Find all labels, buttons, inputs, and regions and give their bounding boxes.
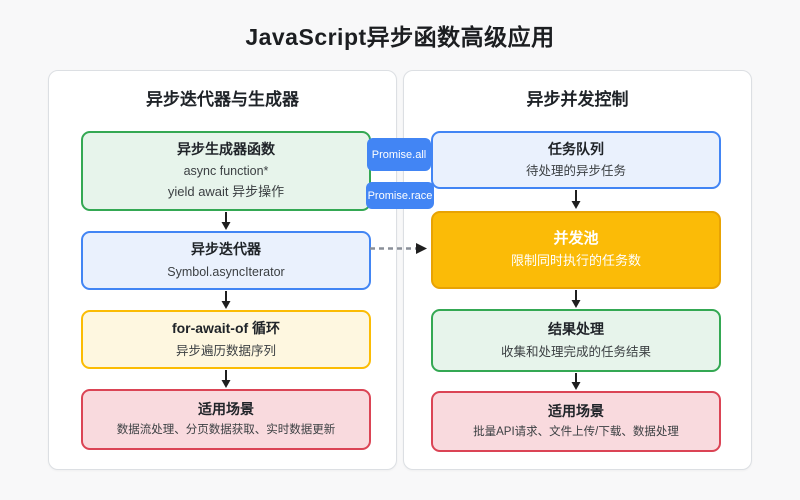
box-title: for-await-of 循环 <box>171 320 281 337</box>
box-line: yield await 异步操作 <box>167 184 285 200</box>
box-line: 限制同时执行的任务数 <box>510 253 641 269</box>
box-async-generator-function: 异步生成器函数 async function* yield await 异步操作 <box>81 131 371 211</box>
box-title: 适用场景 <box>198 400 254 417</box>
box-task-queue: 任务队列 待处理的异步任务 <box>431 131 721 189</box>
arrow-down-icon <box>221 291 231 309</box>
panel-concurrency-control: 异步并发控制 任务队列 待处理的异步任务 并发池 限制同时执行的任务数 结果处理… <box>403 70 752 470</box>
arrow-down-icon <box>571 290 581 308</box>
arrow-down-icon <box>221 212 231 230</box>
box-result-handling: 结果处理 收集和处理完成的任务结果 <box>431 309 721 372</box>
box-line: 批量API请求、文件上传/下载、数据处理 <box>473 426 679 439</box>
box-line: 收集和处理完成的任务结果 <box>500 344 651 359</box>
page-title: JavaScript异步函数高级应用 <box>245 24 555 50</box>
box-title: 适用场景 <box>548 402 604 419</box>
box-line: 数据流处理、分页数据获取、实时数据更新 <box>116 424 336 437</box>
box-title: 结果处理 <box>548 321 604 338</box>
arrow-down-icon <box>571 373 581 390</box>
box-for-await-of: for-await-of 循环 异步遍历数据序列 <box>81 310 371 369</box>
dashed-arrow-right-icon <box>370 243 427 254</box>
box-line: 异步遍历数据序列 <box>175 343 276 358</box>
box-async-iterator: 异步迭代器 Symbol.asyncIterator <box>81 231 371 290</box>
panel-async-iterators: 异步迭代器与生成器 异步生成器函数 async function* yield … <box>48 70 397 470</box>
box-title: 异步迭代器 <box>191 241 261 258</box>
box-concurrency-pool: 并发池 限制同时执行的任务数 <box>431 211 721 289</box>
box-line: Symbol.asyncIterator <box>167 264 285 279</box>
arrow-down-icon <box>571 190 581 209</box>
box-title: 任务队列 <box>548 140 604 157</box>
panel-right-title: 异步并发控制 <box>526 90 629 109</box>
box-use-cases-right: 适用场景 批量API请求、文件上传/下载、数据处理 <box>431 391 721 452</box>
arrow-down-icon <box>221 370 231 388</box>
box-title: 异步生成器函数 <box>177 140 275 157</box>
box-line: 待处理的异步任务 <box>525 164 626 179</box>
promise-race-badge: Promise.race <box>366 182 434 209</box>
promise-all-badge: Promise.all <box>367 138 431 171</box>
box-use-cases-left: 适用场景 数据流处理、分页数据获取、实时数据更新 <box>81 389 371 450</box>
box-line: async function* <box>183 164 269 179</box>
box-title: 并发池 <box>553 229 599 247</box>
panel-left-title: 异步迭代器与生成器 <box>146 90 299 109</box>
